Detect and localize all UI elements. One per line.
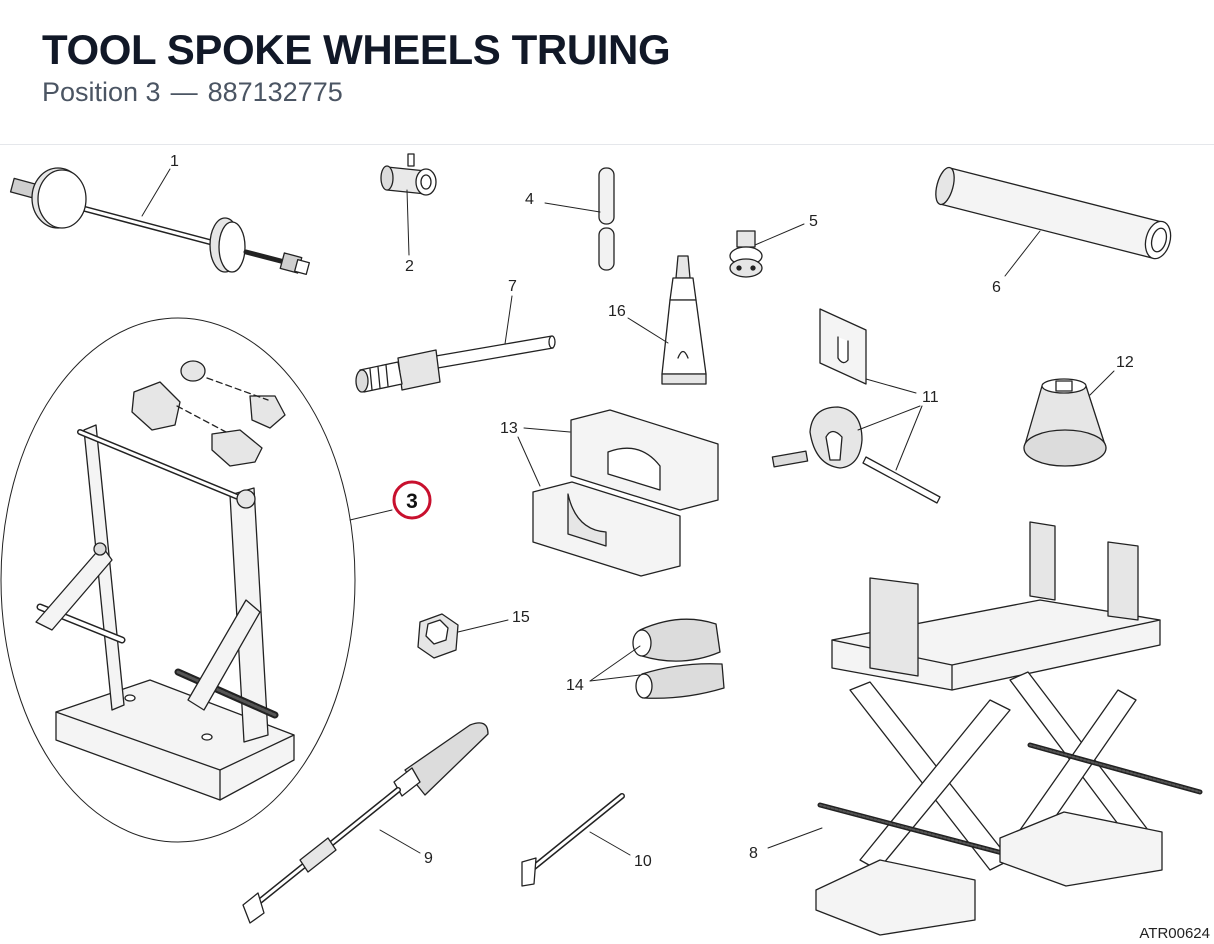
callout-13: 13 <box>500 420 518 437</box>
part-10-pick <box>522 796 622 886</box>
callout-labels: 1 2 4 5 6 7 8 9 10 11 12 13 14 15 16 3 <box>170 153 1134 870</box>
part-8-jack-stand <box>816 522 1200 935</box>
header: TOOL SPOKE WHEELS TRUING Position 3 — 8871… <box>0 0 1214 145</box>
callout-16: 16 <box>608 303 626 320</box>
highlighted-callout-3[interactable]: 3 <box>392 480 432 520</box>
page-title: TOOL SPOKE WHEELS TRUING <box>42 26 671 73</box>
part-9-handle-tool <box>243 723 488 923</box>
callout-7: 7 <box>508 278 517 295</box>
callout-6: 6 <box>992 279 1001 296</box>
callout-9: 9 <box>424 850 433 867</box>
page-subtitle: Position 3 — 887132775 <box>42 77 343 108</box>
subtitle-separator: — <box>170 77 198 107</box>
position-label: Position 3 <box>42 77 161 107</box>
callout-8: 8 <box>749 845 758 862</box>
callout-12: 12 <box>1116 354 1134 371</box>
part-13-blocks <box>533 410 718 576</box>
callout-3-label: 3 <box>406 490 418 513</box>
callout-2: 2 <box>405 258 414 275</box>
part-2-collar <box>381 154 436 195</box>
part-7-rod <box>356 336 555 392</box>
part-1-axle <box>11 168 310 274</box>
callout-1: 1 <box>170 153 179 170</box>
part-number: 887132775 <box>207 77 343 107</box>
part-11-plates <box>772 309 940 503</box>
part-3-truing-stand <box>1 318 355 842</box>
part-5-adapter <box>730 231 762 277</box>
part-12-cone <box>1024 379 1106 466</box>
leader-lines <box>141 168 1115 856</box>
callout-10: 10 <box>634 853 652 870</box>
part-4-pin <box>599 168 614 270</box>
callout-15: 15 <box>512 609 530 626</box>
callout-14: 14 <box>566 677 584 694</box>
reference-code: ATR00624 <box>1139 925 1210 942</box>
part-14-sleeves <box>633 619 724 698</box>
callout-11: 11 <box>922 389 939 406</box>
part-16-tube <box>662 256 706 384</box>
exploded-parts-diagram: 1 2 4 5 6 7 8 9 10 11 12 13 14 15 16 3 <box>0 153 1214 944</box>
callout-4: 4 <box>525 191 534 208</box>
part-6-cylinder <box>932 166 1174 262</box>
part-15-socket <box>418 614 458 658</box>
callout-5: 5 <box>809 213 818 230</box>
